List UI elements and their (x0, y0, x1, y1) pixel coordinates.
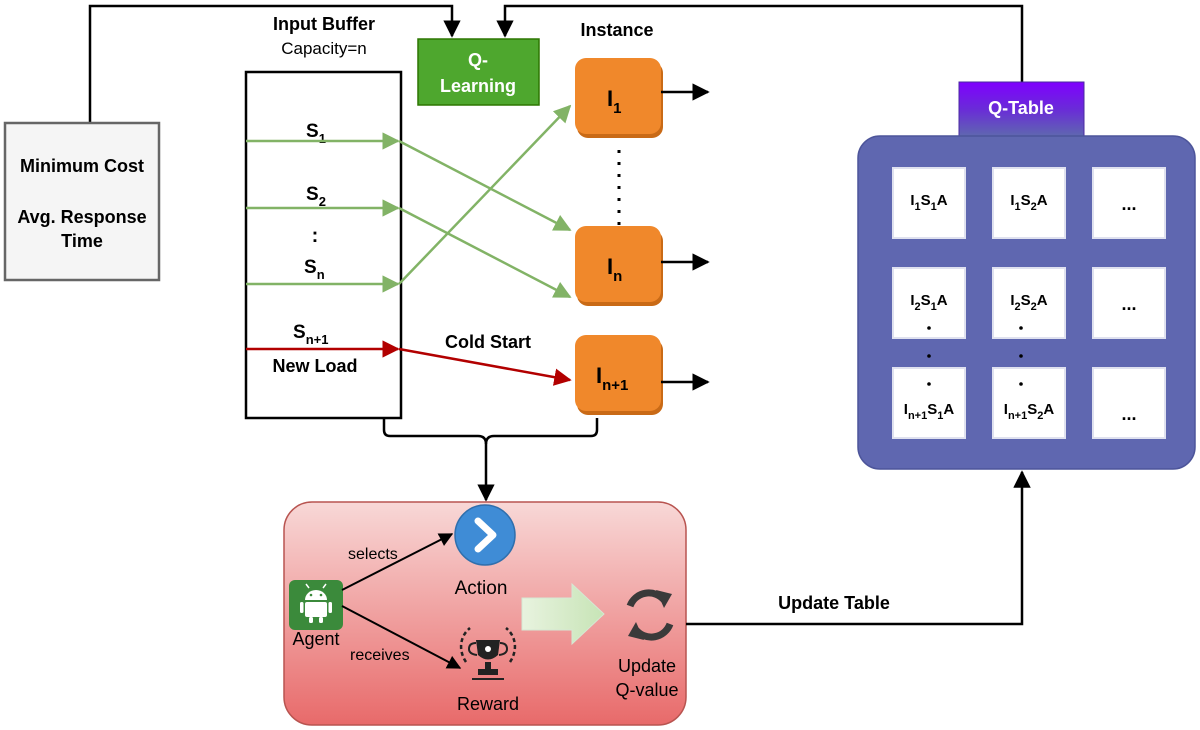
selects-label: selects (348, 546, 398, 563)
instance-title: Instance (580, 20, 653, 40)
state-s1: S1 (306, 121, 326, 146)
state-dots: : (312, 225, 319, 247)
input-buffer-title: Input Buffer (273, 14, 375, 34)
input-buffer-capacity: Capacity=n (281, 39, 367, 58)
state-routing-arrows (246, 104, 572, 299)
agent-label: Agent (292, 629, 339, 649)
instance-i1-label: I1 (607, 86, 621, 117)
q-cell-i2s1a: I2S1A (910, 292, 947, 313)
state-s2: S2 (306, 184, 326, 209)
new-load-arrows: Cold Start (246, 332, 572, 386)
merge-bracket (382, 418, 599, 502)
q-learning-line2: Learning (440, 76, 516, 96)
state-sn: Sn (304, 257, 325, 282)
agent-panel: Agent selects receives Action Reward (283, 501, 687, 726)
trophy-icon (459, 627, 517, 680)
arrow-to-update (521, 582, 605, 646)
metrics-time: Time (61, 231, 103, 251)
feedback-connectors (88, 4, 1024, 122)
q-table: Q-Table I1S1A I1S2A ... I2S1A I2S2A ... … (857, 81, 1196, 470)
instances: Instance I1 In In+1 (575, 20, 710, 415)
instance-in-label: In (607, 254, 622, 285)
q-table-dots (927, 326, 1023, 386)
q-cell-r1c3: ... (1121, 194, 1136, 214)
q-cell-i1s2a: I1S2A (1010, 192, 1047, 213)
q-cell-r2c3: ... (1121, 294, 1136, 314)
android-icon (289, 580, 343, 630)
receives-label: receives (350, 647, 410, 664)
instance-in1-label: In+1 (596, 363, 628, 394)
update-label-line1: Update (618, 656, 676, 676)
input-buffer: Input Buffer Capacity=n S1 S2 : Sn Sn+1 … (244, 14, 403, 420)
refresh-icon (626, 589, 674, 641)
update-table-connector: Update Table (686, 470, 1031, 626)
metrics-box: Minimum Cost Avg. Response Time (3, 121, 161, 282)
q-cell-i1s1a: I1S1A (910, 192, 947, 213)
instance-in1 (575, 335, 661, 411)
update-label-line2: Q-value (615, 680, 678, 700)
q-learning-box: Q- Learning (417, 38, 540, 106)
q-cell-r3c3: ... (1121, 404, 1136, 424)
q-cell-in1s1a: In+1S1A (904, 401, 955, 422)
q-cell-in1s2a: In+1S2A (1004, 401, 1055, 422)
metrics-min-cost: Minimum Cost (20, 156, 144, 176)
metrics-avg-response: Avg. Response (17, 207, 146, 227)
q-table-title: Q-Table (988, 98, 1054, 118)
action-label: Action (455, 578, 508, 599)
reward-label: Reward (457, 694, 519, 714)
instance-i1 (575, 58, 661, 134)
update-table-label: Update Table (778, 593, 890, 613)
instance-in (575, 226, 661, 302)
state-sn1: Sn+1 (293, 322, 328, 347)
new-load-label: New Load (272, 356, 357, 376)
chevron-right-icon (454, 504, 516, 566)
q-cell-i2s2a: I2S2A (1010, 292, 1047, 313)
q-learning-line1: Q- (468, 50, 488, 70)
cold-start-label: Cold Start (445, 332, 531, 352)
